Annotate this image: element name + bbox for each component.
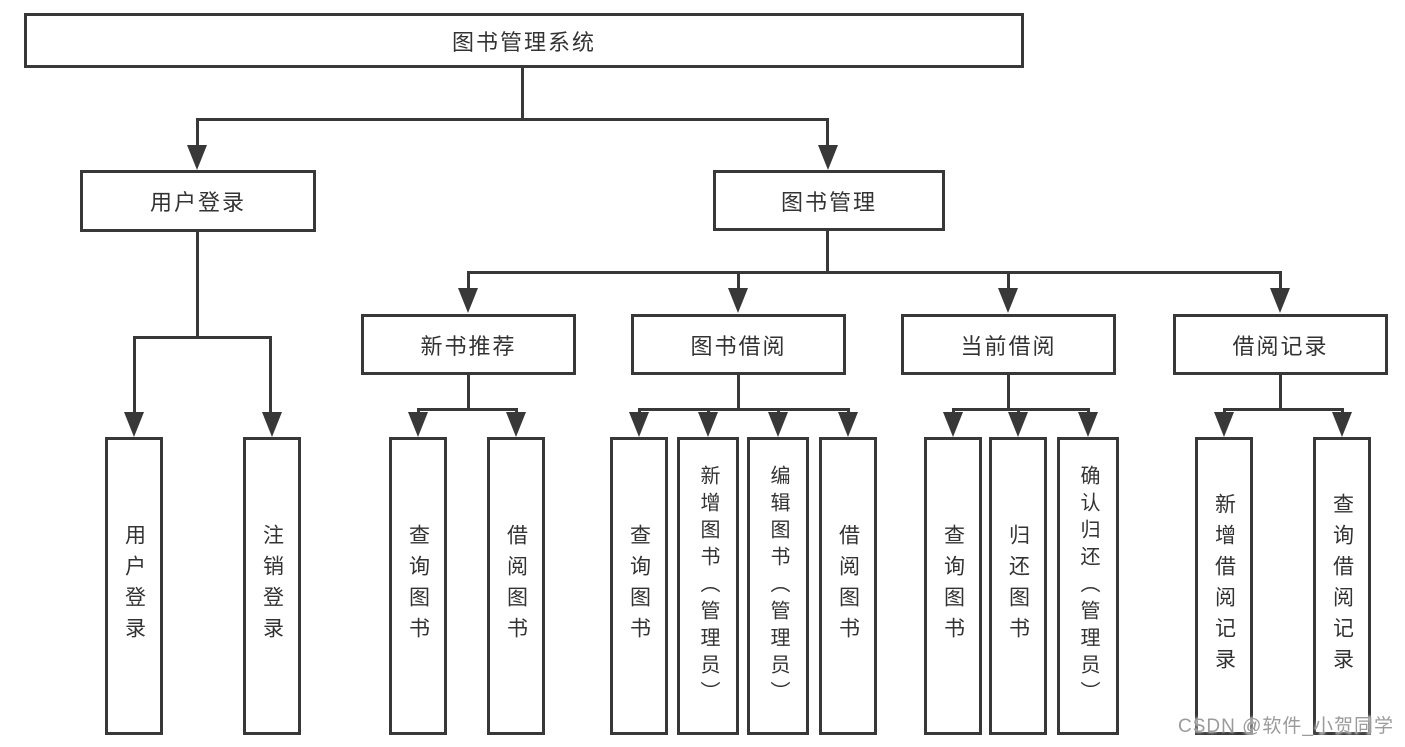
connector-line: [196, 118, 829, 121]
connector-line: [777, 408, 780, 414]
connector-line: [1279, 271, 1282, 288]
connector-line: [1087, 408, 1090, 414]
leaf-label: 查询图书: [627, 524, 651, 648]
csdn-watermark: CSDN @软件_小贺同学: [1178, 716, 1394, 737]
connector-line: [638, 408, 850, 411]
leaf-confirm-return-admin: 确认归还（管理员）: [1057, 437, 1119, 735]
node-label: 图书管理系统: [451, 29, 596, 55]
node-label: 图书借阅: [690, 333, 787, 359]
connector-line: [1007, 271, 1010, 288]
node-book-borrowing: 图书借阅: [631, 314, 846, 375]
leaf-add-books-admin: 新增图书（管理员）: [677, 437, 739, 735]
arrowhead-down: [698, 412, 718, 437]
leaf-label: 确认归还（管理员）: [1077, 464, 1099, 708]
arrowhead-down: [629, 412, 649, 437]
arrowhead-down: [768, 412, 788, 437]
node-user-login: 用户登录: [80, 170, 316, 232]
connector-line: [737, 375, 740, 408]
leaf-label: 查询图书: [941, 524, 965, 648]
leaf-query-books-current: 查询图书: [924, 437, 982, 735]
connector-line: [847, 408, 850, 414]
connector-line: [826, 118, 829, 145]
connector-line: [1223, 408, 1226, 414]
node-label: 用户登录: [149, 190, 246, 215]
leaf-label: 注销登录: [260, 524, 284, 648]
arrowhead-down: [262, 412, 282, 437]
leaf-label: 归还图书: [1006, 524, 1030, 648]
arrowhead-down: [187, 145, 207, 170]
connector-line: [467, 375, 470, 408]
leaf-query-books-borrowing: 查询图书: [610, 437, 668, 735]
connector-line: [826, 231, 829, 271]
leaf-label: 借阅图书: [836, 524, 860, 648]
node-book-management: 图书管理: [713, 170, 945, 231]
leaf-add-borrow-record: 新增借阅记录: [1195, 437, 1253, 735]
leaf-label: 新增图书（管理员）: [697, 464, 719, 708]
connector-line: [467, 271, 1280, 274]
connector-line: [467, 271, 470, 288]
leaf-return-books: 归还图书: [989, 437, 1047, 735]
connector-line: [515, 408, 518, 414]
node-library-system: 图书管理系统: [24, 13, 1024, 68]
connector-line: [952, 408, 955, 414]
node-new-book-recommend: 新书推荐: [361, 314, 576, 375]
arrowhead-down: [408, 412, 428, 437]
leaf-borrow-books: 借阅图书: [819, 437, 877, 735]
node-label: 借阅记录: [1232, 333, 1329, 359]
arrowhead-down: [124, 412, 144, 437]
arrowhead-down: [728, 288, 748, 313]
leaf-logout: 注销登录: [243, 437, 301, 735]
connector-line: [638, 408, 641, 414]
leaf-label: 查询图书: [406, 524, 430, 648]
arrowhead-down: [998, 288, 1018, 313]
leaf-label: 编辑图书（管理员）: [767, 464, 789, 708]
leaf-label: 查询借阅记录: [1330, 493, 1354, 679]
arrowhead-down: [1078, 412, 1098, 437]
connector-line: [952, 408, 1090, 411]
node-label: 图书管理: [780, 189, 877, 215]
node-borrowing-records: 借阅记录: [1173, 314, 1388, 375]
arrowhead-down: [838, 412, 858, 437]
connector-line: [133, 336, 136, 412]
leaf-label: 用户登录: [122, 524, 146, 648]
connector-line: [737, 271, 740, 288]
leaf-label: 借阅图书: [504, 524, 528, 648]
arrowhead-down: [1214, 412, 1234, 437]
arrowhead-down: [1332, 412, 1352, 437]
connector-line: [417, 408, 420, 414]
connector-line: [1223, 408, 1344, 411]
arrowhead-down: [818, 145, 838, 170]
arrowhead-down: [1008, 412, 1028, 437]
leaf-label: 新增借阅记录: [1212, 493, 1236, 679]
arrowhead-down: [1270, 288, 1290, 313]
leaf-user-login: 用户登录: [105, 437, 163, 735]
connector-line: [521, 68, 524, 118]
arrowhead-down: [506, 412, 526, 437]
connector-line: [1017, 408, 1020, 414]
connector-line: [417, 408, 518, 411]
arrowhead-down: [458, 288, 478, 313]
connector-line: [1341, 408, 1344, 414]
leaf-query-borrow-record: 查询借阅记录: [1313, 437, 1371, 735]
connector-line: [1007, 375, 1010, 408]
node-current-borrowing: 当前借阅: [901, 314, 1116, 375]
leaf-query-books-recommend: 查询图书: [389, 437, 447, 735]
connector-line: [196, 232, 199, 336]
connector-line: [196, 118, 199, 145]
connector-line: [1279, 375, 1282, 408]
leaf-edit-books-admin: 编辑图书（管理员）: [747, 437, 809, 735]
arrowhead-down: [943, 412, 963, 437]
connector-line: [707, 408, 710, 414]
connector-line: [269, 336, 272, 412]
node-label: 新书推荐: [420, 333, 517, 359]
leaf-borrow-books-recommend: 借阅图书: [487, 437, 545, 735]
connector-line: [133, 336, 272, 339]
node-label: 当前借阅: [960, 333, 1057, 359]
